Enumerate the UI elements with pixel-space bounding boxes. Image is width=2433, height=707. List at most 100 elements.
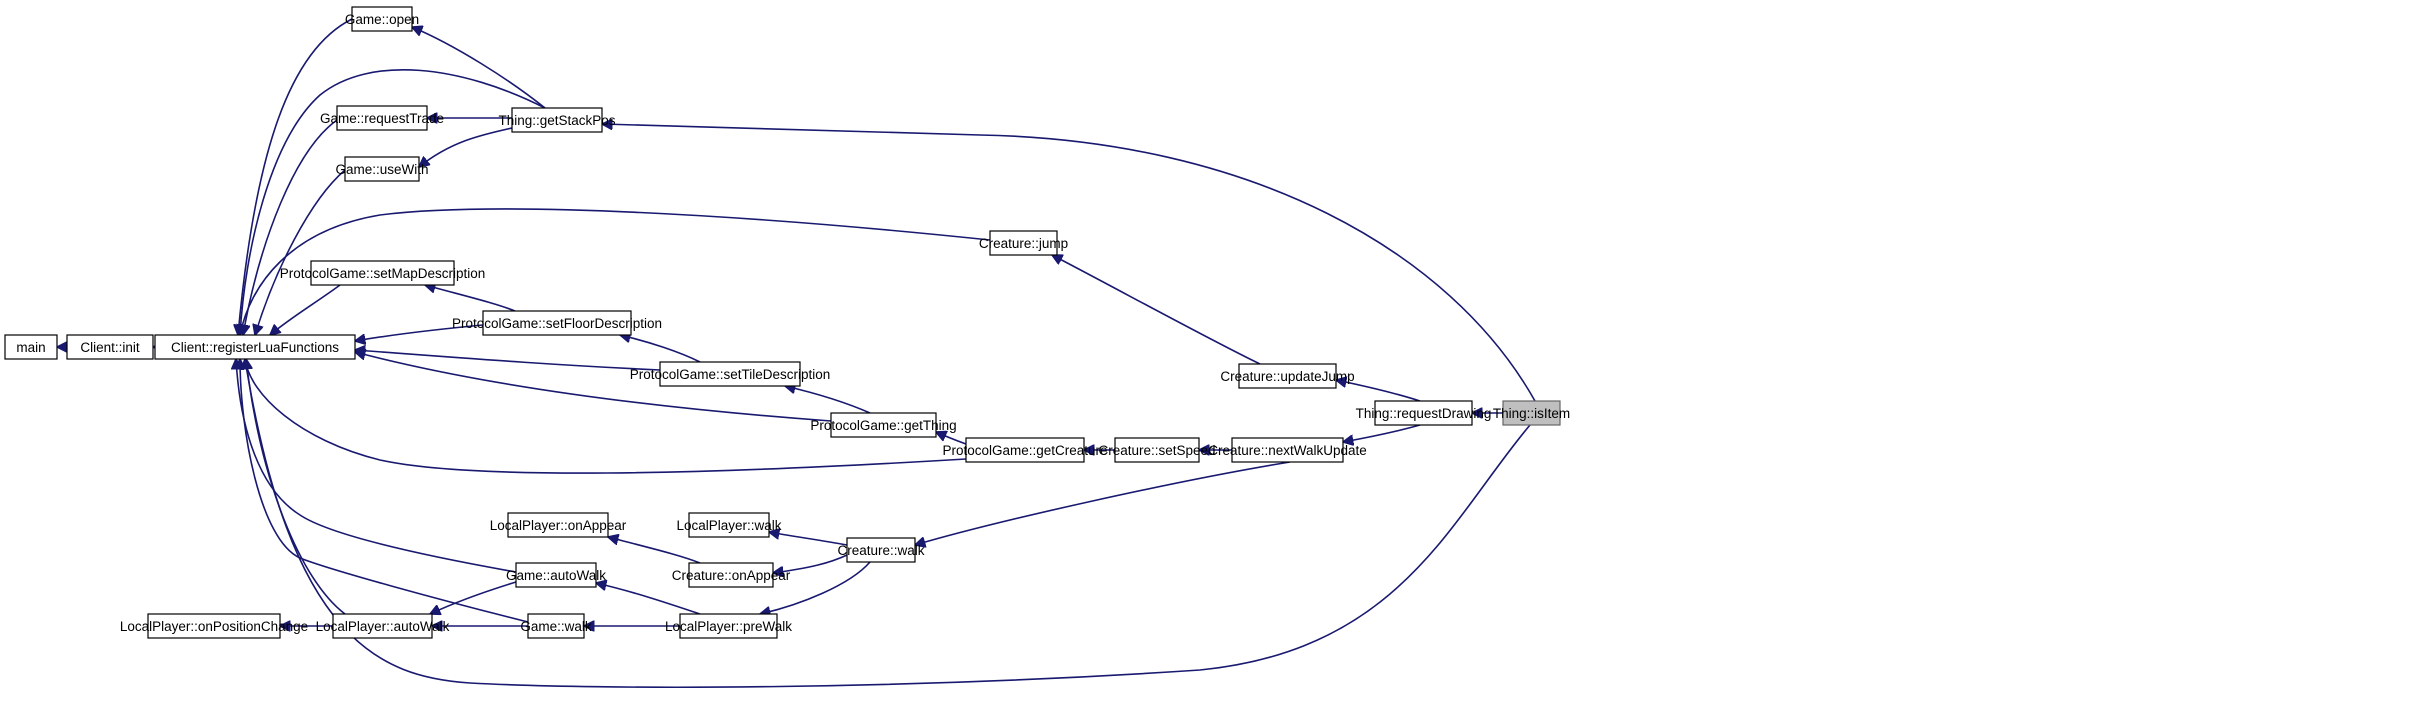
node-pg-get-creature[interactable]: ProtocolGame::getCreature bbox=[942, 437, 1108, 463]
node-lp-on-position-change[interactable]: LocalPlayer::onPositionChange bbox=[120, 613, 308, 639]
edge-game-use-with-to-register-lua bbox=[255, 169, 346, 335]
node-box bbox=[688, 512, 770, 538]
node-game-use-with[interactable]: Game::useWith bbox=[335, 156, 429, 182]
node-box bbox=[846, 537, 916, 563]
node-box bbox=[511, 107, 603, 133]
edge-thing-request-drawing-to-creature-next-walk-update bbox=[1343, 424, 1421, 442]
node-creature-update-jump[interactable]: Creature::updateJump bbox=[1220, 363, 1355, 389]
node-creature-next-walk-update[interactable]: Creature::nextWalkUpdate bbox=[1208, 437, 1367, 463]
edge-game-walk-to-register-lua bbox=[240, 359, 529, 623]
node-box bbox=[527, 613, 585, 639]
node-pg-set-floor-description[interactable]: ProtocolGame::setFloorDescription bbox=[452, 310, 662, 336]
node-box bbox=[688, 562, 774, 588]
node-label: ProtocolGame::getCreature bbox=[942, 443, 1107, 458]
edge-pg-get-thing-to-register-lua bbox=[355, 352, 832, 422]
node-box bbox=[332, 613, 433, 639]
edge-creature-update-jump-to-creature-jump bbox=[1052, 255, 1261, 365]
node-creature-jump[interactable]: Creature::jump bbox=[979, 230, 1068, 256]
node-lp-on-appear[interactable]: LocalPlayer::onAppear bbox=[490, 512, 627, 538]
node-label: LocalPlayer::onAppear bbox=[490, 518, 627, 533]
node-lp-pre-walk[interactable]: LocalPlayer::preWalk bbox=[665, 613, 792, 639]
node-creature-walk[interactable]: Creature::walk bbox=[837, 537, 925, 563]
node-box bbox=[336, 105, 428, 131]
node-creature-set-speed[interactable]: Creature::setSpeed bbox=[1098, 437, 1216, 463]
node-label: Game::open bbox=[345, 12, 419, 27]
node-label: Client::registerLuaFunctions bbox=[171, 340, 339, 355]
edge-creature-walk-to-lp-pre-walk bbox=[760, 561, 871, 614]
edge-thing-get-stack-pos-to-register-lua bbox=[240, 68, 546, 335]
node-label: LocalPlayer::preWalk bbox=[665, 619, 792, 634]
edge-thing-request-drawing-to-creature-update-jump bbox=[1336, 380, 1421, 402]
node-pg-set-map-description[interactable]: ProtocolGame::setMapDescription bbox=[280, 260, 486, 286]
node-box bbox=[1114, 437, 1200, 463]
node-thing-get-stack-pos[interactable]: Thing::getStackPos bbox=[498, 107, 616, 133]
node-game-request-trade[interactable]: Game::requestTrade bbox=[320, 105, 444, 131]
node-label: ProtocolGame::setFloorDescription bbox=[452, 316, 662, 331]
node-label: Creature::updateJump bbox=[1220, 369, 1354, 384]
node-label: main bbox=[16, 340, 45, 355]
edge-pg-get-thing-to-pg-set-tile-description bbox=[785, 386, 871, 414]
edge-pg-set-tile-description-to-register-lua bbox=[355, 350, 661, 371]
node-lp-auto-walk[interactable]: LocalPlayer::autoWalk bbox=[316, 613, 450, 639]
node-label: Creature::walk bbox=[837, 543, 924, 558]
node-box bbox=[507, 512, 609, 538]
edge-lp-auto-walk-to-register-lua bbox=[246, 359, 346, 615]
node-game-auto-walk[interactable]: Game::autoWalk bbox=[506, 562, 606, 588]
node-lp-walk[interactable]: LocalPlayer::walk bbox=[676, 512, 782, 538]
node-thing-is-item[interactable]: Thing::isItem bbox=[1493, 400, 1570, 426]
node-label: Creature::nextWalkUpdate bbox=[1208, 443, 1367, 458]
nodes: main Client::init Client::registerLuaFunct… bbox=[4, 6, 1570, 639]
node-box bbox=[351, 6, 413, 32]
edge-pg-get-creature-to-register-lua bbox=[245, 359, 967, 474]
node-box bbox=[154, 334, 356, 360]
edge-creature-jump-to-register-lua bbox=[240, 208, 991, 335]
node-label: ProtocolGame::setTileDescription bbox=[630, 367, 831, 382]
node-label: Game::useWith bbox=[335, 162, 428, 177]
node-main[interactable]: main bbox=[4, 334, 58, 360]
edge-thing-get-stack-pos-to-game-use-with bbox=[419, 127, 513, 167]
node-label: Creature::jump bbox=[979, 236, 1068, 251]
node-label: LocalPlayer::autoWalk bbox=[316, 619, 450, 634]
node-label: Game::walk bbox=[520, 619, 592, 634]
node-box bbox=[147, 613, 281, 639]
edge-creature-on-appear-to-lp-on-appear bbox=[608, 537, 701, 564]
node-label: Creature::setSpeed bbox=[1098, 443, 1215, 458]
node-box bbox=[4, 334, 58, 360]
edge-creature-walk-to-creature-on-appear bbox=[773, 554, 848, 573]
edge-lp-pre-walk-to-game-auto-walk bbox=[596, 583, 701, 615]
node-game-open[interactable]: Game::open bbox=[345, 6, 419, 32]
node-box bbox=[66, 334, 154, 360]
node-label: Thing::isItem bbox=[1493, 406, 1570, 421]
node-box bbox=[1374, 400, 1473, 426]
edge-thing-is-item-to-register-lua bbox=[245, 359, 1531, 689]
node-label: Game::requestTrade bbox=[320, 111, 444, 126]
node-box bbox=[482, 310, 632, 336]
node-box bbox=[679, 613, 778, 639]
edge-thing-is-item-to-thing-get-stack-pos bbox=[602, 124, 1536, 402]
node-register-lua[interactable]: Client::registerLuaFunctions bbox=[154, 334, 356, 360]
edge-pg-set-tile-description-to-pg-set-floor-description bbox=[620, 335, 701, 363]
edge-pg-set-floor-description-to-register-lua bbox=[355, 324, 484, 341]
node-label: Creature::onAppear bbox=[672, 568, 791, 583]
edge-game-open-to-register-lua bbox=[238, 18, 353, 335]
node-box bbox=[659, 361, 801, 387]
edge-pg-get-creature-to-pg-get-thing bbox=[936, 432, 967, 445]
node-box bbox=[989, 230, 1058, 256]
node-box bbox=[344, 156, 420, 182]
node-label: ProtocolGame::setMapDescription bbox=[280, 266, 486, 281]
node-box bbox=[965, 437, 1085, 463]
edge-game-auto-walk-to-lp-auto-walk bbox=[430, 581, 517, 614]
edge-game-request-trade-to-register-lua bbox=[243, 119, 338, 335]
node-thing-request-drawing[interactable]: Thing::requestDrawing bbox=[1356, 400, 1492, 426]
node-label: Thing::getStackPos bbox=[498, 113, 615, 128]
edge-game-auto-walk-to-register-lua bbox=[236, 359, 517, 573]
edge-creature-walk-to-lp-walk bbox=[769, 532, 848, 546]
node-game-walk[interactable]: Game::walk bbox=[520, 613, 592, 639]
node-pg-set-tile-description[interactable]: ProtocolGame::setTileDescription bbox=[630, 361, 831, 387]
node-creature-on-appear[interactable]: Creature::onAppear bbox=[672, 562, 791, 588]
node-pg-get-thing[interactable]: ProtocolGame::getThing bbox=[810, 412, 957, 438]
node-box bbox=[310, 260, 455, 286]
node-client-init[interactable]: Client::init bbox=[66, 334, 154, 360]
node-label: Game::autoWalk bbox=[506, 568, 606, 583]
